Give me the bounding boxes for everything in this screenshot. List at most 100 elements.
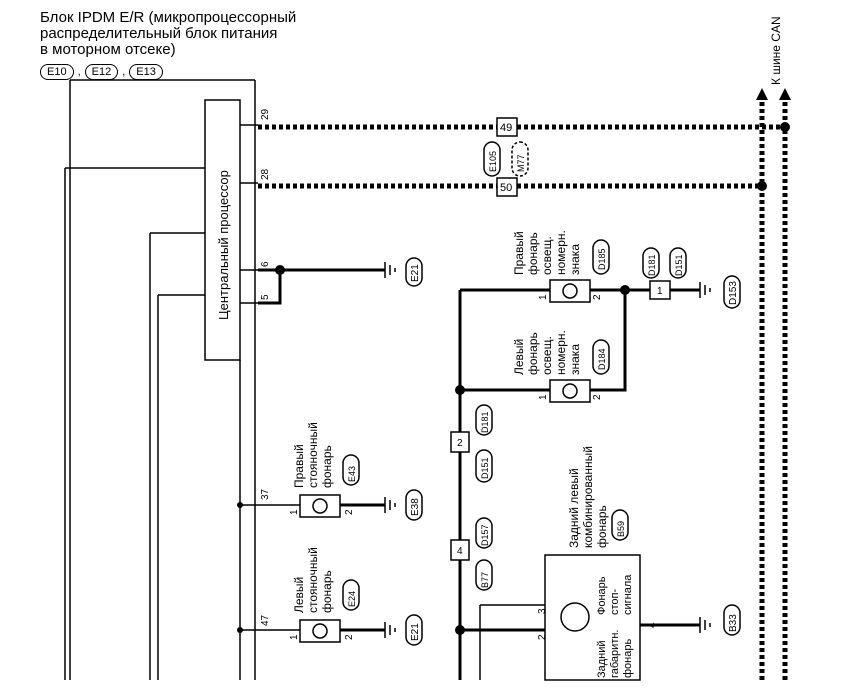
- connector-label: M77: [516, 154, 526, 172]
- pin-label: 47: [260, 614, 271, 626]
- label-line: стоп-: [609, 589, 621, 615]
- right-plate-lamp-label: Правый фонарь освещ. номерн. знака: [512, 230, 582, 275]
- ground-oval: [723, 604, 741, 636]
- label-line: габаритн.: [609, 630, 621, 679]
- ground-label: D153: [728, 281, 739, 305]
- connector-badge: E10: [40, 64, 74, 80]
- connector-label: E24: [347, 591, 357, 607]
- label-line: Задний: [596, 640, 608, 678]
- label-line: фонарь: [320, 570, 334, 613]
- pin-label: 1: [289, 509, 300, 515]
- inline-connector-4: [450, 539, 470, 561]
- title-line-3: в моторном отсеке): [40, 41, 176, 58]
- pin-label: 2: [344, 509, 355, 515]
- label-line: стояночный: [306, 547, 320, 613]
- label-line: Правый: [512, 231, 526, 275]
- title-line-2: распределительный блок питания: [40, 25, 278, 42]
- ground-oval: [723, 275, 741, 309]
- rear-combo-label: Задний левый комбинированный фонарь: [567, 446, 609, 548]
- can-arrow-icon: [756, 88, 768, 100]
- label-line: знака: [568, 244, 582, 275]
- label-line: номерн.: [554, 230, 568, 275]
- left-parking-label: Левый стояночный фонарь: [292, 547, 334, 613]
- label-line: Левый: [512, 339, 526, 375]
- connector-oval: [642, 247, 660, 279]
- label-line: номерн.: [554, 330, 568, 375]
- splice-49: [496, 117, 518, 137]
- ground-oval: [405, 614, 423, 646]
- can-label: К шине CAN: [769, 16, 783, 85]
- right-parking-label: Правый стояночный фонарь: [292, 422, 334, 488]
- ground-label: B33: [728, 614, 739, 632]
- tail-lamp-label: Задний габаритн. фонарь: [596, 630, 634, 679]
- junction-dot: [237, 502, 243, 508]
- connector-label: B59: [616, 521, 626, 537]
- ground-label: E21: [410, 264, 421, 282]
- label-line: Фонарь: [596, 576, 608, 615]
- inline-connector-2: [450, 431, 470, 453]
- connector-oval: [475, 404, 493, 436]
- cpu-box: [204, 99, 241, 361]
- connector-oval: [475, 559, 493, 591]
- connector-label: B77: [480, 572, 490, 588]
- lamp-icon: [312, 498, 328, 514]
- pin-label: 1: [657, 286, 663, 297]
- left-plate-lamp-label: Левый фонарь освещ. номерн. знака: [512, 330, 582, 375]
- pin-label: 1: [538, 294, 549, 300]
- pin-label: 4: [647, 622, 658, 628]
- label-line: стояночный: [306, 422, 320, 488]
- connector-oval: [342, 454, 360, 486]
- ground-oval: [405, 257, 423, 287]
- splice-label: 49: [500, 122, 512, 134]
- label-line: фонарь: [595, 505, 609, 548]
- can-arrow-icon: [779, 88, 791, 100]
- ground-label: E21: [410, 623, 421, 641]
- label-line: комбинированный: [581, 446, 595, 548]
- connector-label: D157: [480, 524, 490, 546]
- connector-label: D181: [647, 254, 657, 276]
- cpu-label: Центральный процессор: [216, 170, 231, 320]
- junction-dot: [455, 385, 465, 395]
- connector-label: D151: [480, 457, 490, 479]
- plate-ground-wire: [590, 290, 627, 392]
- splice-label: 50: [500, 182, 512, 194]
- lamp-icon: [562, 283, 578, 299]
- pin-label: 1: [289, 634, 300, 640]
- label-line: сигнала: [622, 574, 634, 615]
- pin-label: 3: [537, 608, 548, 614]
- label-line: Левый: [292, 577, 306, 613]
- label-line: Задний левый: [567, 468, 581, 548]
- label-line: освещ.: [540, 336, 554, 375]
- pin-label: 5: [260, 294, 271, 300]
- title-line-1: Блок IPDM E/R (микропроцессорный: [40, 9, 297, 26]
- junction-dot: [757, 181, 767, 191]
- label-line: фонарь: [526, 232, 540, 275]
- junction-dot: [237, 627, 243, 633]
- connector-oval: [592, 339, 610, 375]
- lamp-icon: [312, 623, 328, 639]
- lamp-icon: [562, 383, 578, 399]
- pin-label: 37: [260, 488, 271, 500]
- bulb-icon: [560, 602, 590, 632]
- splice-50: [496, 177, 518, 197]
- connector-oval: [511, 141, 529, 177]
- pin-label: 4: [457, 546, 463, 557]
- label-line: фонарь: [622, 639, 634, 678]
- pin-label: 29: [260, 108, 271, 120]
- connector-oval: [475, 449, 493, 483]
- connector-label: D184: [597, 348, 607, 370]
- connector-oval: [592, 239, 610, 275]
- pin-label: 1: [538, 394, 549, 400]
- pin-label: 6: [260, 261, 271, 267]
- junction-dot: [275, 265, 285, 275]
- connector-oval: [483, 141, 501, 177]
- junction-dot: [455, 625, 465, 635]
- label-line: знака: [568, 344, 582, 375]
- pin-label: 2: [592, 394, 603, 400]
- connector-label: D181: [480, 411, 490, 433]
- ground-label: E38: [410, 498, 421, 516]
- label-line: фонарь: [526, 332, 540, 375]
- label-line: фонарь: [320, 445, 334, 488]
- pin-label: 2: [592, 294, 603, 300]
